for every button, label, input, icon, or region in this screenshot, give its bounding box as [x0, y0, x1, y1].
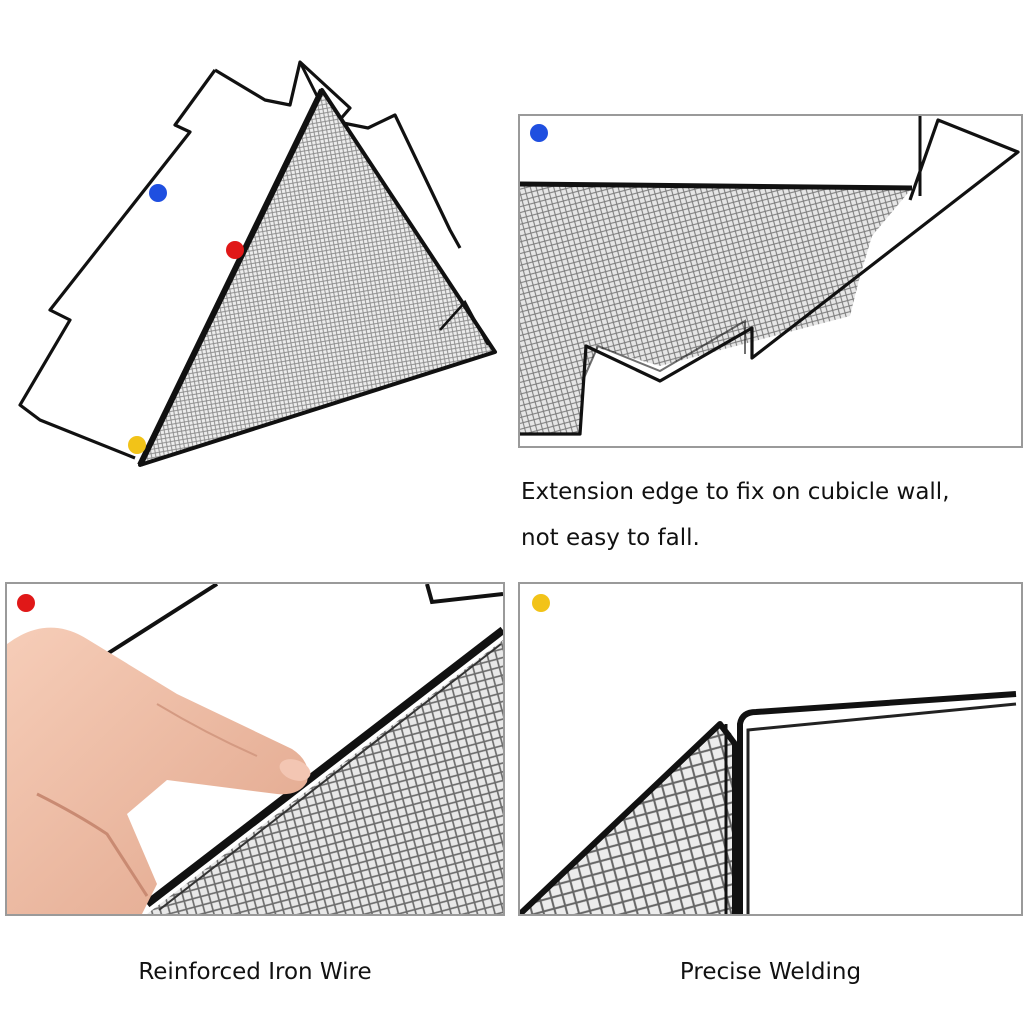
yellow-marker-dot [128, 436, 146, 454]
reinforced-wire-panel [5, 582, 505, 916]
welding-closeup [520, 691, 1017, 914]
extension-caption-line1: Extension edge to fix on cubicle wall, [521, 479, 950, 505]
yellow-marker-dot [532, 594, 550, 612]
extension-caption-line2: not easy to fall. [521, 525, 700, 551]
reinforced-wire-closeup [7, 584, 503, 914]
triangle-organizer-illustration [18, 60, 497, 467]
extension-edge-closeup [520, 116, 1020, 436]
precise-welding-panel [518, 582, 1023, 916]
blue-marker-dot [530, 124, 548, 142]
blue-marker-dot [149, 184, 167, 202]
red-marker-dot [17, 594, 35, 612]
product-overview-image [0, 40, 510, 480]
extension-edge-panel [518, 114, 1023, 448]
red-marker-dot [226, 241, 244, 259]
reinforced-caption: Reinforced Iron Wire [138, 959, 372, 985]
welding-caption: Precise Welding [679, 959, 862, 985]
